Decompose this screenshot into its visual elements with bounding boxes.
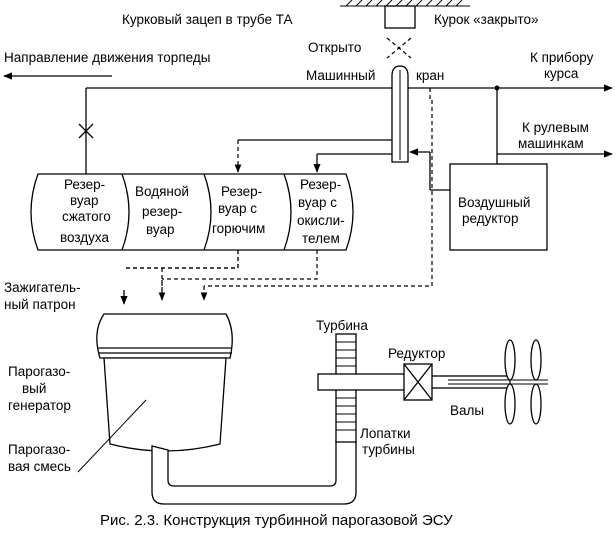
svg-text:Резер-: Резер- xyxy=(64,177,105,192)
to-course-device-label-1: К прибору xyxy=(530,50,594,65)
shaft-output xyxy=(429,375,511,389)
trigger-hook-label: Курковый зацеп в трубе ТА xyxy=(122,12,293,27)
to-rudder-label-1: К рулевым xyxy=(522,120,589,135)
shaft-main xyxy=(317,373,407,391)
propellers xyxy=(504,339,542,425)
svg-text:вуар с: вуар с xyxy=(298,195,337,210)
blades-label-2: турбины xyxy=(362,442,415,457)
gearbox-label: Редуктор xyxy=(388,346,445,361)
svg-text:резер-: резер- xyxy=(142,204,182,219)
machine-label: Машинный xyxy=(306,68,375,83)
tank-fuel: Резер- вуар с горючим xyxy=(212,184,265,236)
feed-lines xyxy=(125,88,433,302)
svg-text:телем: телем xyxy=(302,231,340,246)
steam-gas-generator xyxy=(96,313,233,452)
tank-water: Водяной резер- вуар xyxy=(135,184,189,237)
svg-text:окисли-: окисли- xyxy=(297,213,345,228)
svg-text:воздуха: воздуха xyxy=(60,230,109,245)
air-reducer-label-1: Воздушный xyxy=(458,195,530,210)
air-line-closed-cross xyxy=(78,123,94,139)
steam-gen-label-1: Парогазо- xyxy=(8,364,70,379)
igniter-label-2: ный патрон xyxy=(4,297,76,312)
to-rudder-label-2: машинкам xyxy=(518,136,584,151)
gearbox xyxy=(403,363,433,401)
svg-text:сжатого: сжатого xyxy=(62,209,111,224)
svg-text:вуар: вуар xyxy=(146,222,175,237)
shafts-label: Валы xyxy=(450,403,484,418)
svg-text:вуар с: вуар с xyxy=(218,201,257,216)
air-reducer-label-2: редуктор xyxy=(462,211,518,226)
steam-gen-label-3: генератор xyxy=(8,398,71,413)
valve-label: кран xyxy=(416,68,444,83)
air-reducer xyxy=(449,163,548,251)
igniter-label-1: Зажигатель- xyxy=(4,280,81,295)
steam-gen-label-2: вый xyxy=(22,381,46,396)
figure-caption: Рис. 2.3. Конструкция турбинной парогазо… xyxy=(100,512,453,529)
trigger-block xyxy=(384,5,416,29)
mixture-label-2: вая смесь xyxy=(8,459,71,474)
svg-text:Резер-: Резер- xyxy=(221,184,262,199)
tank-oxidizer: Резер- вуар с окисли- телем xyxy=(297,177,345,246)
mixture-label-1: Парогазо- xyxy=(8,442,70,457)
open-label: Открыто xyxy=(308,40,361,55)
tank-compressed-air: Резер- вуар сжатого воздуха xyxy=(60,177,111,245)
to-course-device-label-2: курса xyxy=(544,66,579,81)
svg-text:Резер-: Резер- xyxy=(300,177,341,192)
trigger-closed-label: Курок «закрыто» xyxy=(434,12,539,27)
svg-text:Водяной: Водяной xyxy=(135,184,189,199)
open-dash-cross xyxy=(386,37,412,59)
torpedo-direction-label: Направление движения торпеды xyxy=(4,50,210,65)
svg-text:горючим: горючим xyxy=(212,221,265,236)
trigger-hatch xyxy=(340,0,470,7)
blades-label-1: Лопатки xyxy=(360,426,411,441)
tank-assembly xyxy=(30,173,354,251)
turbine-label: Турбина xyxy=(316,318,368,333)
svg-text:вуар: вуар xyxy=(70,193,99,208)
